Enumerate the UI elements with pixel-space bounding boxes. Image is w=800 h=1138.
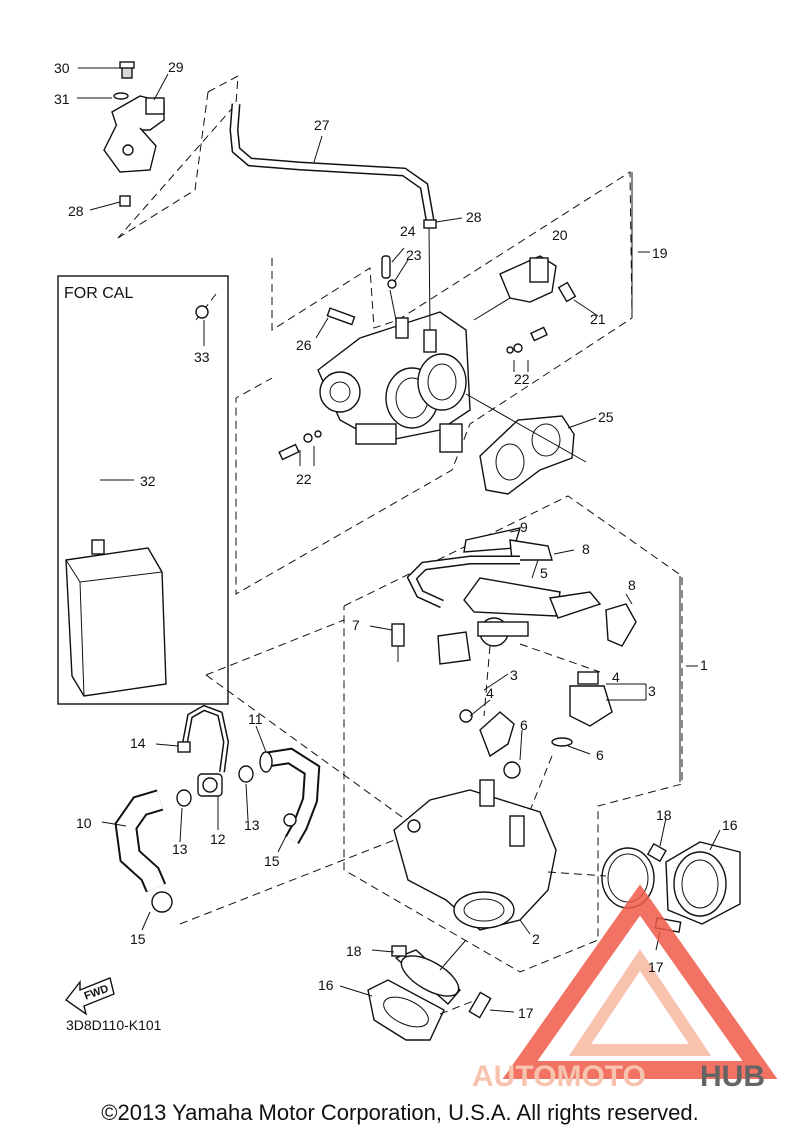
- callout-7: 7: [352, 617, 360, 633]
- callout-28b: 28: [466, 209, 482, 225]
- vacuum-hose-27: [229, 103, 435, 221]
- intake-joint: [393, 779, 557, 935]
- callout-26: 26: [296, 337, 312, 353]
- callout-5: 5: [540, 565, 548, 581]
- callout-2: 2: [532, 931, 540, 947]
- callout-32: 32: [140, 473, 156, 489]
- callout-16a: 16: [722, 817, 738, 833]
- callout-14: 14: [130, 735, 146, 751]
- callout-22b: 22: [296, 471, 312, 487]
- callout-6b: 6: [596, 747, 604, 763]
- fuel-rail-assembly: [369, 527, 698, 871]
- callout-18a: 18: [656, 807, 672, 823]
- callout-15a: 15: [264, 853, 280, 869]
- callout-16b: 16: [318, 977, 334, 993]
- map-sensor-assembly: [77, 61, 169, 211]
- group-outlines: [117, 75, 683, 973]
- watermark-text-primary: AUTOMOTO: [472, 1060, 646, 1093]
- watermark-logo: AUTOMOTO HUB: [472, 884, 778, 1093]
- joint-bottom: [339, 939, 515, 1041]
- callout-9: 9: [520, 519, 528, 535]
- callout-3a: 3: [510, 667, 518, 683]
- joint-right: [547, 817, 741, 951]
- callout-31: 31: [54, 91, 70, 107]
- for-cal-box: FOR CAL: [57, 275, 229, 705]
- copyright-notice: ©2013 Yamaha Motor Corporation, U.S.A. A…: [101, 1100, 699, 1125]
- callout-19: 19: [652, 245, 668, 261]
- callout-3b: 3: [648, 683, 656, 699]
- throttle-body: [278, 217, 650, 495]
- for-cal-label: FOR CAL: [64, 285, 133, 302]
- watermark-text-secondary: HUB: [700, 1060, 765, 1093]
- callout-23: 23: [406, 247, 422, 263]
- callout-30: 30: [54, 60, 70, 76]
- callout-4b: 4: [486, 685, 494, 701]
- callout-27: 27: [314, 117, 330, 133]
- callout-8b: 8: [628, 577, 636, 593]
- callout-29: 29: [168, 59, 184, 75]
- callout-8a: 8: [582, 541, 590, 557]
- callout-25: 25: [598, 409, 614, 425]
- callout-1: 1: [700, 657, 708, 673]
- callout-13a: 13: [172, 841, 188, 857]
- callout-11: 11: [248, 711, 263, 727]
- fwd-arrow: FWD: [64, 977, 115, 1016]
- callout-4a: 4: [612, 669, 620, 685]
- callout-15b: 15: [130, 931, 146, 947]
- callout-28a: 28: [68, 203, 84, 219]
- callout-13b: 13: [244, 817, 260, 833]
- watermark-triangle-icon: [502, 884, 778, 1079]
- callout-17a: 17: [648, 959, 664, 975]
- diagram-code: 3D8D110-K101: [66, 1017, 162, 1033]
- callout-numbers: 30 29 31 28 27 28 24 23 20 19 21 26 33 2…: [54, 59, 738, 1021]
- callout-6a: 6: [520, 717, 528, 733]
- callout-18b: 18: [346, 943, 362, 959]
- callout-17b: 17: [518, 1005, 534, 1021]
- callout-24: 24: [400, 223, 416, 239]
- callout-12: 12: [210, 831, 226, 847]
- hose-group: [101, 704, 321, 931]
- callout-33: 33: [194, 349, 210, 365]
- callout-10: 10: [76, 815, 92, 831]
- callout-20: 20: [552, 227, 568, 243]
- callout-21: 21: [590, 311, 606, 327]
- callout-22a: 22: [514, 371, 530, 387]
